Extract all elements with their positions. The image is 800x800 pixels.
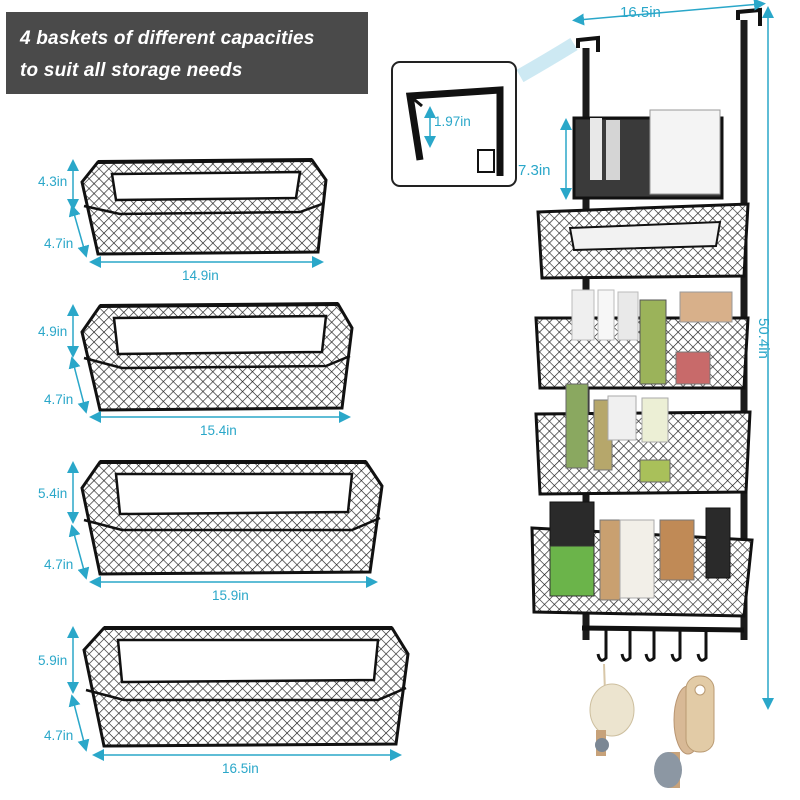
basket-3-illustration (80, 460, 384, 576)
rack-dimension-lines (560, 0, 774, 710)
banner-line-2: to suit all storage needs (20, 60, 243, 81)
basket-1-width-label: 14.9in (182, 268, 219, 283)
basket-4-width-label: 16.5in (222, 761, 259, 776)
basket-1-illustration (80, 158, 328, 256)
basket-3-height-label: 5.4in (38, 486, 68, 501)
basket-3-depth-label: 4.7in (44, 557, 74, 572)
rack-height-label: 50.4in (755, 318, 772, 359)
basket-1-dimension-lines (67, 159, 324, 268)
hook-thickness-label: 1.97in (434, 114, 471, 129)
basket-3-dimension-lines (67, 461, 378, 588)
basket-4-height-label: 5.9in (38, 653, 68, 668)
basket-4-illustration (82, 626, 410, 748)
top-basket-height-label: 7.3in (518, 162, 551, 179)
basket-1-depth-label: 4.7in (44, 236, 74, 251)
basket-2-depth-label: 4.7in (44, 392, 74, 407)
basket-2-dimension-lines (67, 304, 351, 423)
basket-1-height-label: 4.3in (38, 174, 68, 189)
basket-2-width-label: 15.4in (200, 423, 237, 438)
banner-line-1: 4 baskets of different capacities (20, 28, 315, 49)
basket-4-depth-label: 4.7in (44, 728, 74, 743)
basket-4-dimension-lines (67, 626, 402, 761)
full-rack-illustration (530, 7, 762, 788)
door-hook-detail (391, 38, 578, 187)
rack-width-label: 16.5in (620, 4, 661, 21)
basket-2-height-label: 4.9in (38, 324, 68, 339)
basket-3-width-label: 15.9in (212, 588, 249, 603)
feature-banner: 4 baskets of different capacities to sui… (6, 12, 368, 94)
basket-2-illustration (80, 302, 354, 412)
